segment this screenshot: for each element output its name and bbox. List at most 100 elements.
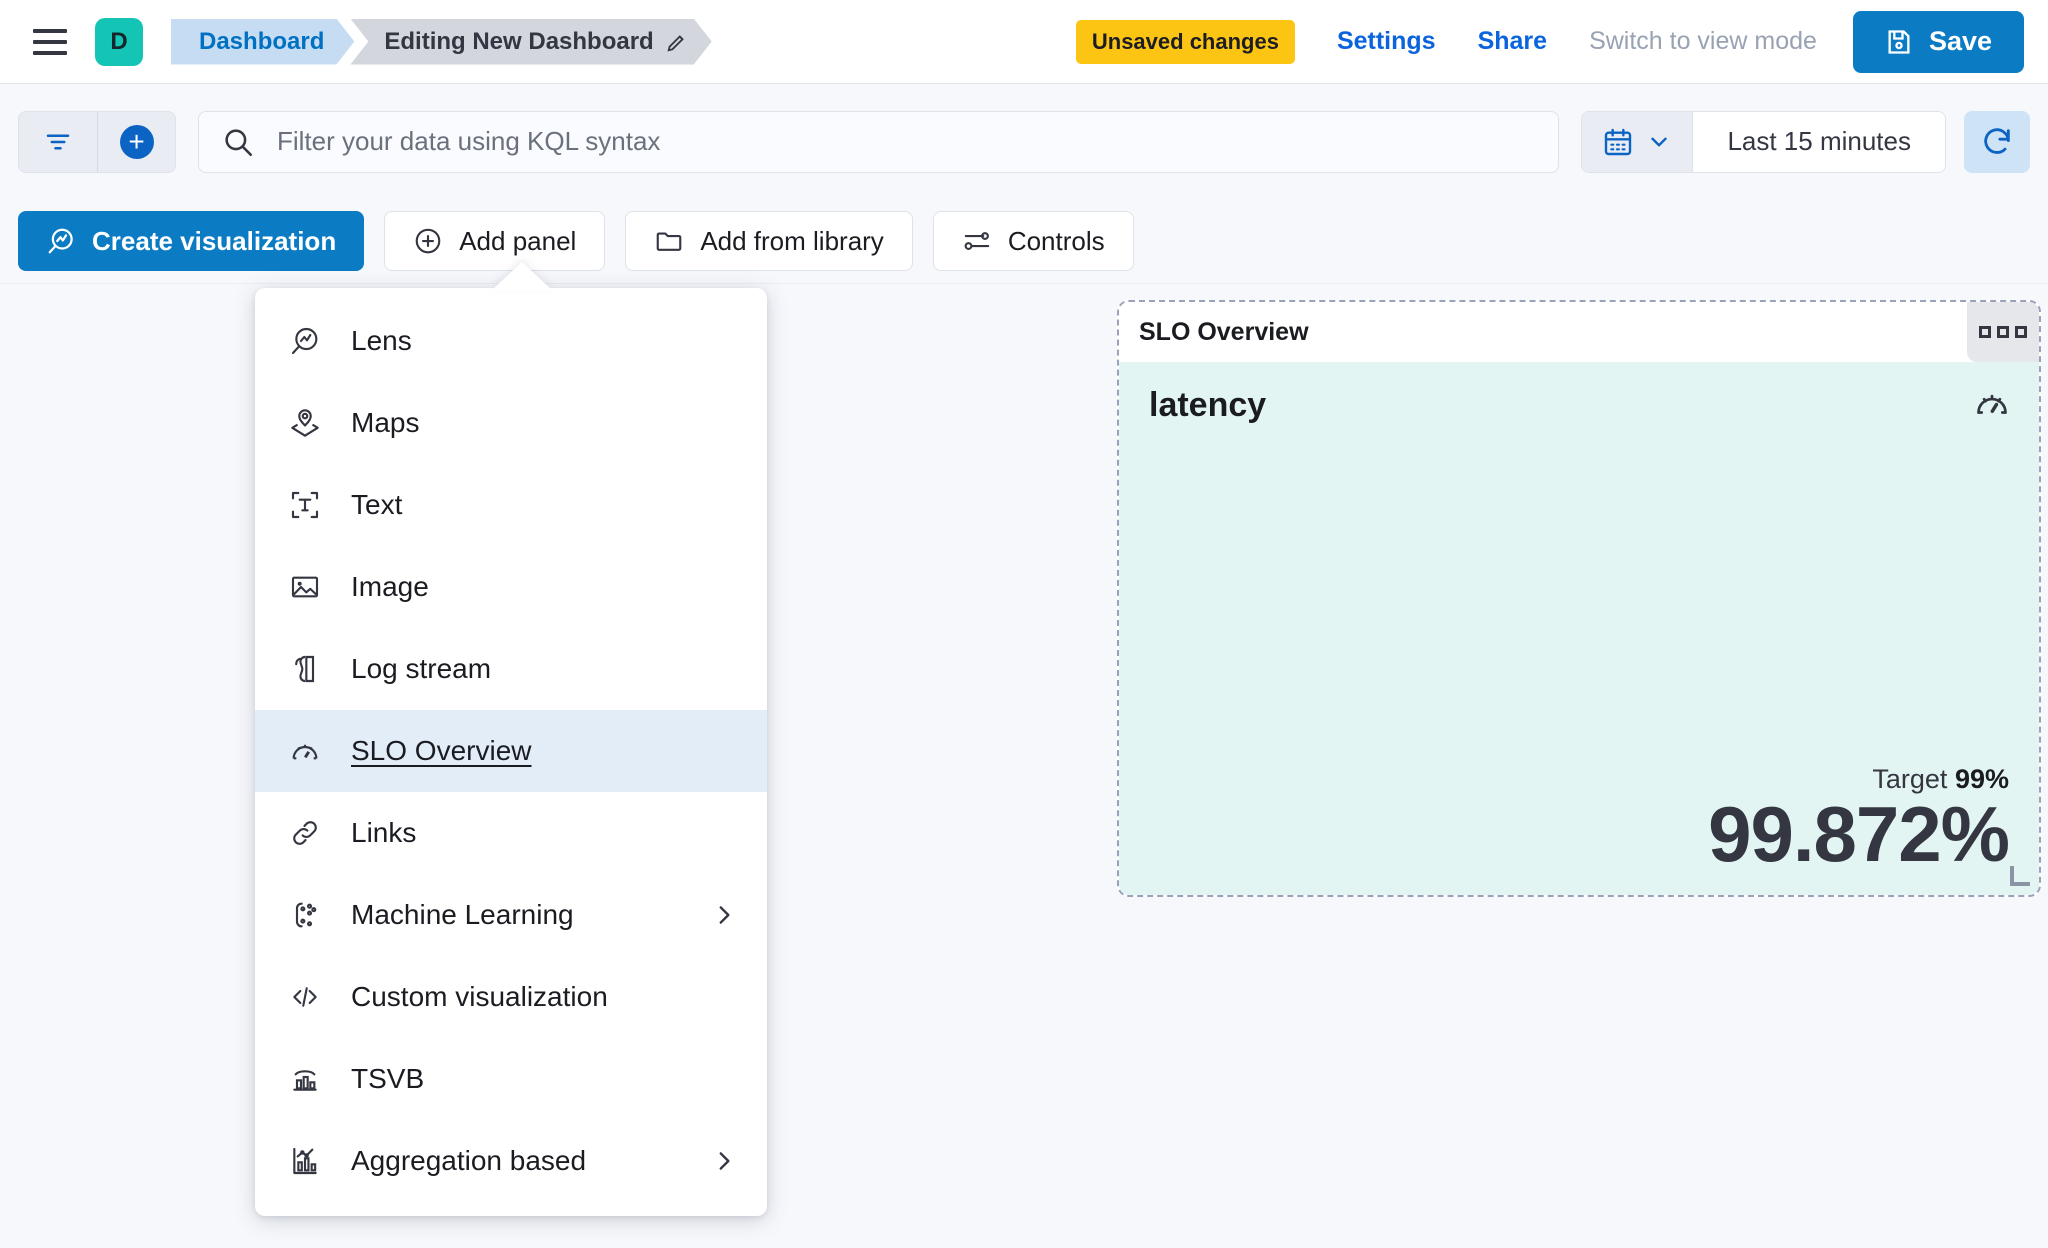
- slo-overview-body: latency Target 99% 99.872%: [1119, 362, 2039, 895]
- status-badge-unsaved-changes[interactable]: Unsaved changes: [1075, 19, 1295, 64]
- breadcrumb-item-editing[interactable]: Editing New Dashboard: [350, 19, 711, 65]
- save-disk-icon: [1888, 29, 1910, 54]
- menu-item-label: Image: [351, 571, 429, 602]
- add-panel-label: Add panel: [459, 225, 577, 256]
- menu-box: [1979, 326, 1991, 338]
- chevron-down-icon: [1651, 137, 1668, 146]
- tsvb-icon: [293, 1070, 317, 1091]
- menu-item-text[interactable]: Text: [255, 464, 767, 546]
- chevron-right-icon: [719, 906, 730, 924]
- refresh-button[interactable]: [1964, 110, 2030, 173]
- breadcrumb: Dashboard Editing New Dashboard: [171, 19, 712, 65]
- breadcrumb-label: Editing New Dashboard: [384, 27, 654, 55]
- search-input[interactable]: Filter your data using KQL syntax: [198, 110, 1560, 173]
- menu-item-aggregation-based[interactable]: Aggregation based: [255, 1120, 767, 1202]
- menu-item-links[interactable]: Links: [255, 792, 767, 874]
- aggregation-icon: [293, 1147, 317, 1175]
- panel-title: SLO Overview: [1139, 317, 1309, 346]
- text-box-icon: [291, 491, 319, 519]
- date-quick-select-button[interactable]: [1582, 111, 1694, 172]
- slo-target-value: 99%: [1954, 764, 2009, 795]
- lens-icon: [291, 327, 318, 355]
- menu-item-log-stream[interactable]: Log stream: [255, 628, 767, 710]
- folder-icon: [657, 232, 682, 251]
- menu-item-slo-overview[interactable]: SLO Overview: [255, 710, 767, 792]
- slo-target: Target 99%: [1149, 764, 2009, 795]
- search-icon: [225, 128, 253, 156]
- app-header: D Dashboard Editing New Dashboard Unsave…: [0, 0, 2048, 84]
- dashboard-panel-slo-overview[interactable]: SLO Overview latency Target 99% 99.872%: [1117, 300, 2041, 897]
- save-button[interactable]: Save: [1852, 10, 2024, 73]
- panel-context-menu-icon[interactable]: [1967, 302, 2039, 362]
- query-bar: + Filter your data using KQL syntax: [0, 84, 2048, 199]
- slo-name: latency: [1149, 386, 1267, 424]
- time-range-value[interactable]: Last 15 minutes: [1693, 111, 1945, 172]
- hamburger-bar: [33, 39, 67, 44]
- menu-item-label: Log stream: [351, 653, 492, 684]
- save-button-label: Save: [1928, 26, 1992, 56]
- settings-link[interactable]: Settings: [1336, 27, 1436, 55]
- chevron-right-icon: [719, 1152, 730, 1170]
- menu-box: [1997, 326, 2009, 338]
- menu-item-label: Lens: [351, 325, 412, 356]
- slo-footer: Target 99% 99.872%: [1149, 764, 2010, 879]
- plus-circle-icon: [415, 228, 441, 254]
- controls-label: Controls: [1007, 225, 1105, 256]
- menu-item-label: Aggregation based: [351, 1145, 587, 1176]
- menu-item-label: TSVB: [351, 1063, 425, 1094]
- menu-item-label: SLO Overview: [351, 735, 532, 766]
- menu-item-image[interactable]: Image: [255, 546, 767, 628]
- panel-resize-handle[interactable]: [2010, 866, 2030, 886]
- code-icon: [293, 987, 317, 1007]
- machine-learning-icon: [295, 902, 317, 928]
- gauge-icon: [1977, 394, 2007, 414]
- filter-options-button[interactable]: [19, 112, 97, 172]
- menu-item-tsvb[interactable]: TSVB: [255, 1038, 767, 1120]
- hamburger-bar: [33, 50, 67, 55]
- slo-sli-value: 99.872%: [1708, 790, 2010, 879]
- menu-item-custom-visualization[interactable]: Custom visualization: [255, 956, 767, 1038]
- lens-icon: [48, 228, 73, 254]
- panel-header: SLO Overview: [1119, 302, 2039, 362]
- filter-controls-group: +: [18, 110, 176, 173]
- add-filter-button[interactable]: +: [97, 111, 175, 172]
- pencil-icon[interactable]: [666, 31, 688, 53]
- create-visualization-button[interactable]: Create visualization: [18, 211, 365, 271]
- menu-item-lens[interactable]: Lens: [255, 300, 767, 382]
- menu-item-label: Links: [351, 817, 417, 848]
- calendar-icon: [1605, 128, 1632, 155]
- editing-toolbar: Create visualization Add panel Add from …: [0, 199, 2048, 283]
- menu-box: [2015, 326, 2027, 338]
- add-circle-icon: +: [119, 124, 154, 159]
- controls-button[interactable]: Controls: [932, 211, 1134, 271]
- breadcrumb-item-dashboard[interactable]: Dashboard: [171, 19, 354, 65]
- header-actions: Unsaved changes Settings Share Switch to…: [1075, 10, 2048, 73]
- controls-icon: [964, 232, 990, 250]
- refresh-icon: [1984, 127, 2010, 154]
- menu-item-label: Custom visualization: [351, 981, 608, 1012]
- time-range-picker: Last 15 minutes: [1581, 110, 1946, 173]
- link-icon: [293, 821, 317, 845]
- hamburger-menu-icon[interactable]: [33, 28, 67, 55]
- search-input-placeholder: Filter your data using KQL syntax: [277, 126, 661, 156]
- space-initial: D: [110, 27, 128, 55]
- create-visualization-label: Create visualization: [92, 225, 337, 256]
- switch-to-view-mode-link[interactable]: Switch to view mode: [1589, 27, 1817, 55]
- add-from-library-label: Add from library: [700, 225, 884, 256]
- map-marker-icon: [291, 409, 319, 437]
- menu-item-maps[interactable]: Maps: [255, 382, 767, 464]
- space-avatar[interactable]: D: [95, 17, 143, 66]
- add-panel-button[interactable]: Add panel: [384, 211, 606, 271]
- breadcrumb-label: Dashboard: [199, 27, 325, 55]
- share-link[interactable]: Share: [1477, 27, 1548, 55]
- add-from-library-button[interactable]: Add from library: [625, 211, 913, 271]
- gauge-icon: [292, 744, 318, 760]
- slo-target-label: Target: [1872, 764, 1948, 795]
- filter-icon: [46, 134, 70, 149]
- hamburger-bar: [33, 28, 67, 33]
- menu-item-machine-learning[interactable]: Machine Learning: [255, 874, 767, 956]
- log-stream-icon: [295, 655, 315, 683]
- menu-item-label: Machine Learning: [351, 899, 574, 930]
